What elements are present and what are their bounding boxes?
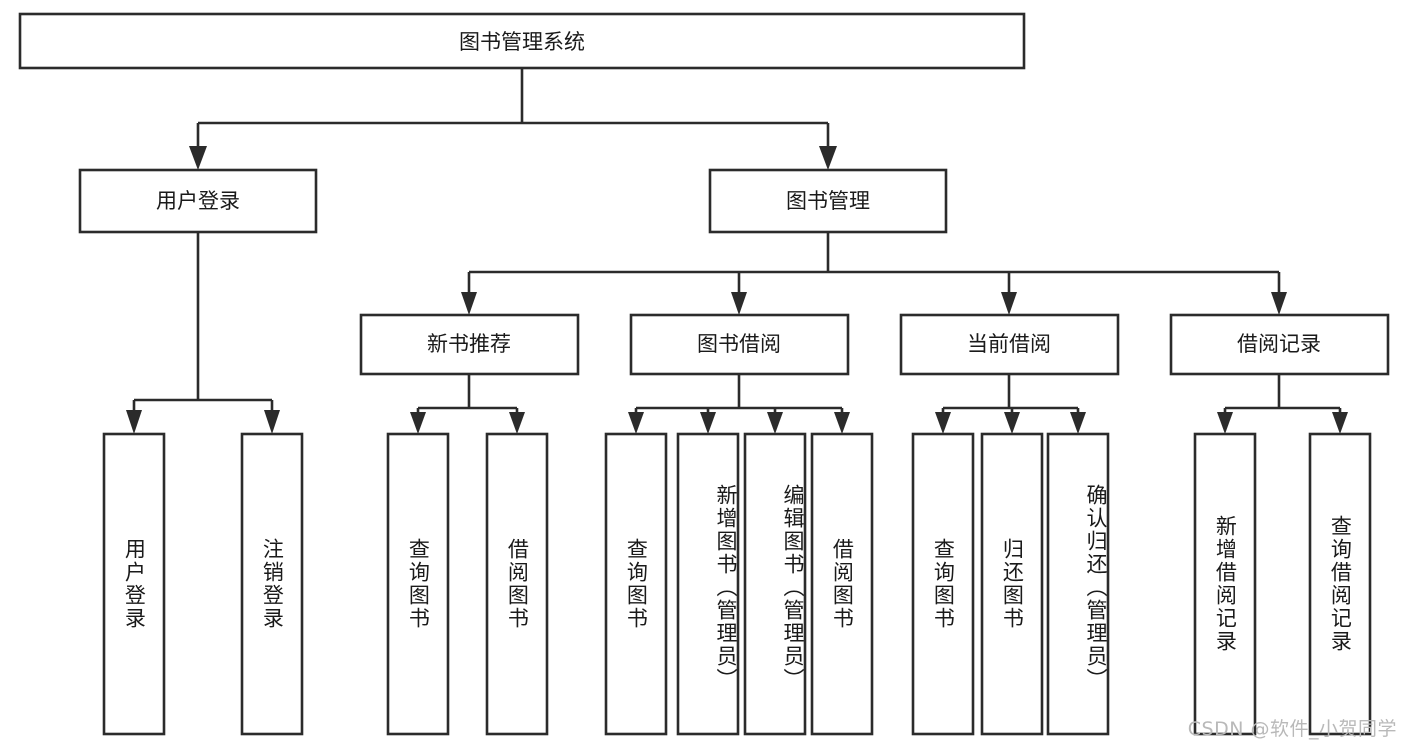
arrow-head-leaf-query-book-3 [935,412,951,434]
leaf-box-return-book[interactable] [980,432,1044,736]
node-book-manage[interactable]: 图书管理 [708,168,948,234]
arrow-head-leaf-return-book [1004,412,1020,434]
leaf-box-user-login[interactable] [102,432,166,736]
arrow-head-leaf-add-book [700,412,716,434]
node-user-login[interactable]: 用户登录 [78,168,318,234]
node-current-borrow-label: 当前借阅 [967,332,1051,356]
connector-group-user-login [126,232,280,434]
leaf-box-borrow-book-1[interactable] [485,432,549,736]
node-book-borrow-label: 图书借阅 [697,332,781,356]
arrow-head-leaf-query-book-2 [628,412,644,434]
leaf-box-add-book[interactable] [676,432,740,736]
connector-group-borrow-record [1217,374,1348,434]
node-new-book-rec[interactable]: 新书推荐 [359,313,580,376]
arrow-head-borrow-record [1271,292,1287,315]
leaf-boxes [102,432,1372,736]
arrow-head-leaf-user-login [126,410,142,434]
connector-group-book-borrow [628,374,850,434]
connector-group-new-book-rec [410,374,525,434]
leaf-box-query-book-2[interactable] [604,432,668,736]
leaf-box-edit-book[interactable] [743,432,807,736]
node-current-borrow-box[interactable] [899,313,1120,376]
arrow-head-leaf-confirm-return [1070,412,1086,434]
arrow-head-user-login [189,146,207,170]
node-user-login-label: 用户登录 [156,189,240,213]
arrow-head-leaf-borrow-book-2 [834,412,850,434]
node-new-book-rec-box[interactable] [359,313,580,376]
arrow-head-new-book-rec [461,292,477,315]
csdn-watermark: CSDN @软件_小贺同学 [1187,718,1397,740]
node-book-borrow[interactable]: 图书借阅 [629,313,850,376]
connector-group-root [189,68,837,170]
node-book-manage-box[interactable] [708,168,948,234]
node-borrow-record[interactable]: 借阅记录 [1169,313,1390,376]
leaf-box-confirm-return[interactable] [1046,432,1110,736]
arrow-head-leaf-query-book-1 [410,412,426,434]
leaf-box-user-logout[interactable] [240,432,304,736]
connector-group-current-borrow [935,374,1086,434]
leaf-box-query-record[interactable] [1308,432,1372,736]
leaf-box-add-record[interactable] [1193,432,1257,736]
arrow-head-leaf-edit-book [767,412,783,434]
arrow-head-leaf-user-logout [264,410,280,434]
arrow-head-leaf-borrow-book-1 [509,412,525,434]
leaf-box-borrow-book-2[interactable] [810,432,874,736]
node-user-login-box[interactable] [78,168,318,234]
node-borrow-record-box[interactable] [1169,313,1390,376]
node-borrow-record-label: 借阅记录 [1237,332,1321,356]
leaf-box-query-book-3[interactable] [911,432,975,736]
node-book-manage-label: 图书管理 [786,189,870,213]
node-root[interactable]: 图书管理系统 [18,12,1026,70]
arrow-head-leaf-add-record [1217,412,1233,434]
arrow-head-book-borrow [731,292,747,315]
node-current-borrow[interactable]: 当前借阅 [899,313,1120,376]
node-root-label: 图书管理系统 [459,30,585,54]
node-new-book-rec-label: 新书推荐 [427,332,511,356]
arrow-head-current-borrow [1001,292,1017,315]
node-book-borrow-box[interactable] [629,313,850,376]
connector-group-book-manage [461,232,1287,315]
node-root-box[interactable] [18,12,1026,70]
arrow-head-leaf-query-record [1332,412,1348,434]
arrow-head-book-manage [819,146,837,170]
leaf-box-query-book-1[interactable] [386,432,450,736]
